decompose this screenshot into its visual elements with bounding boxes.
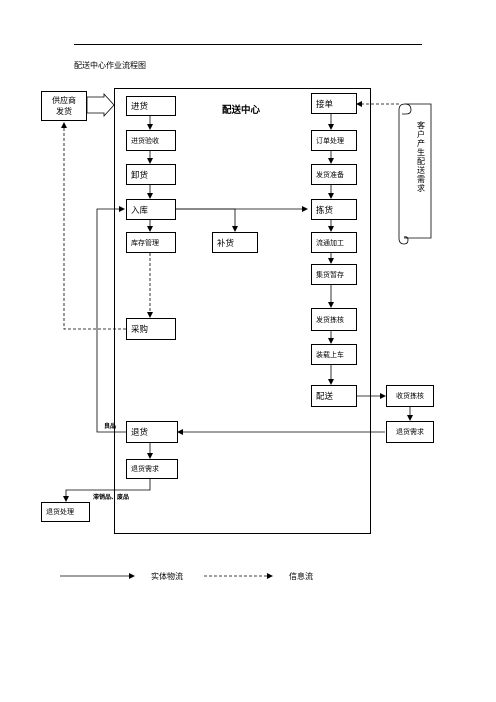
supplier-node: 供应商 发货 bbox=[41, 91, 87, 121]
node-inspection: 进货验收 bbox=[126, 130, 176, 151]
supplier-line2: 发货 bbox=[56, 107, 72, 116]
node-staging: 集货暂存 bbox=[311, 264, 357, 285]
legend-solid-label: 实体物流 bbox=[151, 572, 183, 581]
legend-dashed-label: 信息流 bbox=[289, 572, 313, 581]
node-ship-prep: 发货准备 bbox=[311, 164, 357, 185]
node-return-demand: 退货需求 bbox=[126, 459, 178, 479]
node-receipt-check: 收货拣核 bbox=[386, 385, 434, 407]
edge-demand-to-handling bbox=[63, 479, 151, 502]
node-unloading: 卸货 bbox=[126, 164, 176, 185]
node-loading: 装载上车 bbox=[311, 344, 357, 365]
node-delivery: 配送 bbox=[311, 385, 357, 407]
label-bad-items: 滞销品、废品 bbox=[93, 494, 130, 501]
node-inventory: 库存管理 bbox=[126, 232, 176, 253]
label-good-items: 良品 bbox=[104, 423, 117, 430]
node-picking: 拣货 bbox=[311, 199, 357, 220]
node-return-demand-customer: 退货需求 bbox=[386, 421, 434, 443]
header-rule bbox=[74, 44, 422, 45]
customer-demand-text: 客户产生配送需求 bbox=[417, 121, 425, 193]
node-replenish: 补货 bbox=[212, 232, 258, 253]
supplier-hollow-arrow bbox=[86, 92, 115, 118]
node-return-handling: 退货处理 bbox=[41, 502, 90, 522]
customer-scroll-shape bbox=[398, 103, 432, 245]
page-title: 配送中心作业流程图 bbox=[74, 61, 146, 70]
edge-to-replenish bbox=[176, 208, 238, 232]
supplier-line1: 供应商 bbox=[52, 96, 76, 105]
node-ship-check: 发货拣核 bbox=[311, 308, 357, 331]
node-processing: 流通加工 bbox=[311, 232, 357, 253]
node-returns: 退货 bbox=[126, 421, 178, 443]
node-warehousing: 入库 bbox=[126, 199, 176, 220]
distribution-center-boundary bbox=[114, 88, 371, 534]
node-order-receive: 接单 bbox=[311, 93, 357, 114]
node-order-process: 订单处理 bbox=[311, 130, 357, 151]
edge-good-to-warehousing bbox=[96, 206, 126, 433]
node-purchase-in: 进货 bbox=[126, 96, 176, 116]
info-procurement-to-supplier bbox=[61, 122, 126, 330]
node-procurement: 采购 bbox=[126, 318, 176, 340]
distribution-center-label: 配送中心 bbox=[222, 105, 261, 116]
